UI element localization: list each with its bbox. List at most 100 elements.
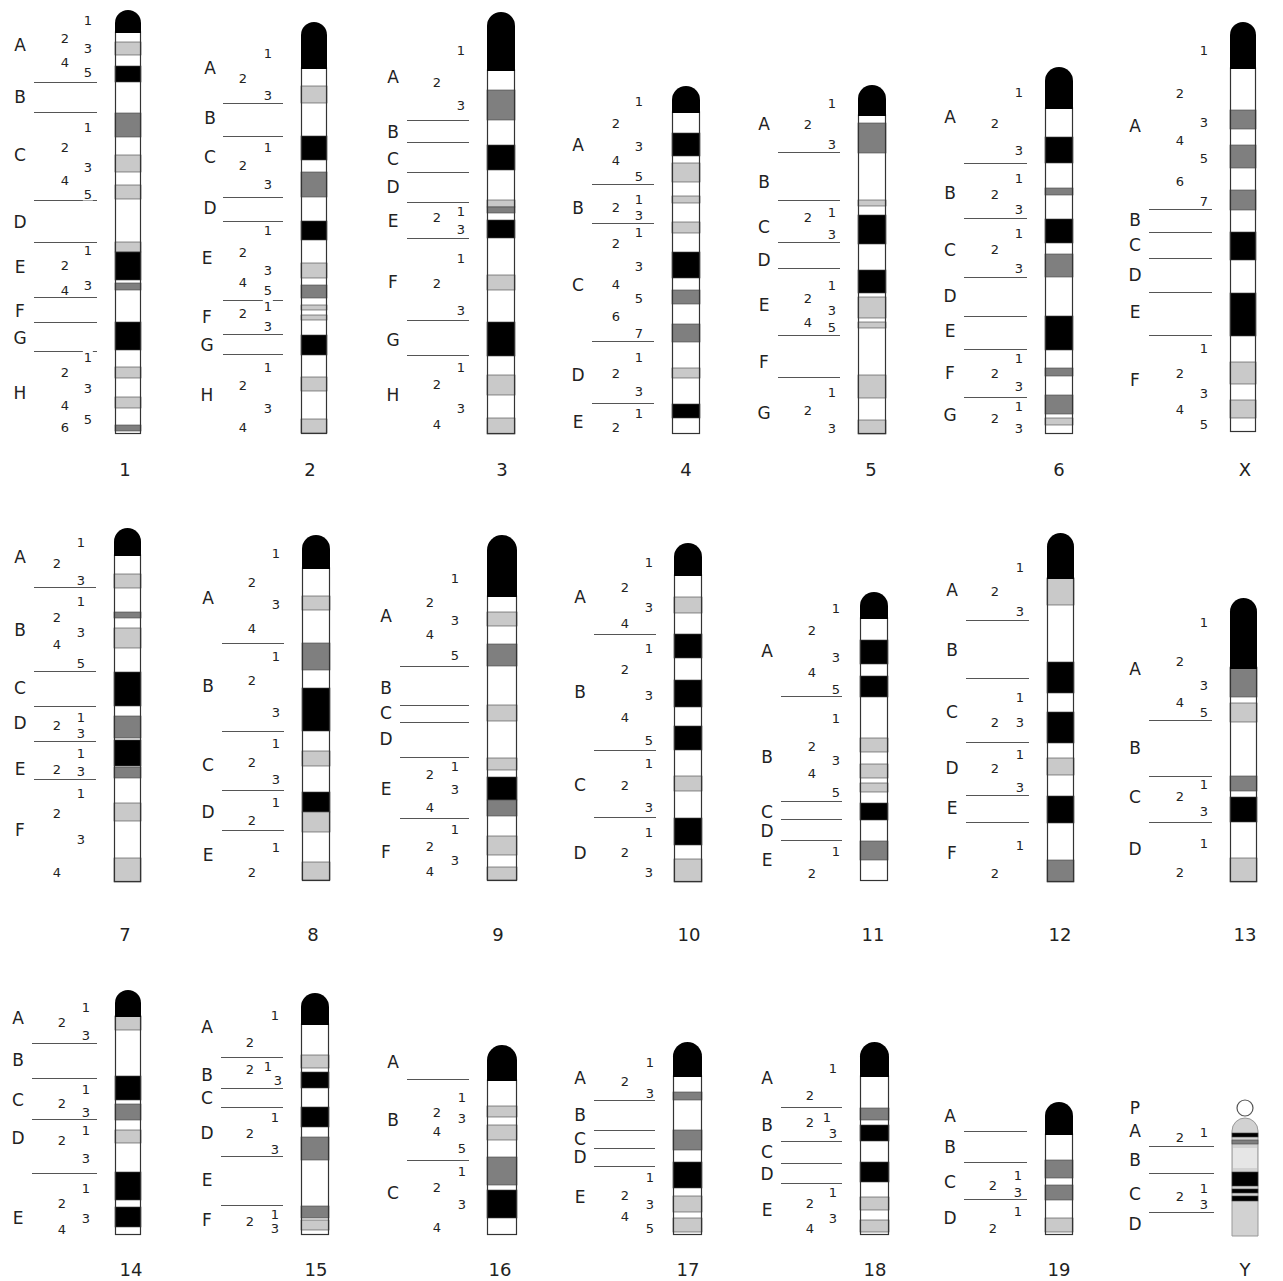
band-letter: B	[386, 1112, 400, 1129]
band-letter: E	[946, 800, 959, 817]
sub-band-number: 1	[83, 244, 93, 257]
band-separator	[400, 757, 469, 758]
band-letter: F	[387, 274, 399, 291]
chromosome-band	[115, 42, 141, 55]
sub-band-number: 2	[432, 211, 442, 224]
chromosome-band	[487, 200, 515, 207]
sub-band-number: 3	[456, 402, 466, 415]
chromosome-number: 9	[491, 926, 504, 944]
sub-band-number: 4	[52, 638, 62, 651]
sub-band-number: 3	[645, 1087, 655, 1100]
chromosome-body	[673, 1076, 702, 1235]
band-separator	[592, 184, 654, 185]
sub-band-number: 4	[611, 278, 621, 291]
chromosome-band	[1230, 400, 1256, 418]
band-letter: B	[571, 200, 585, 217]
centromere-cap	[301, 22, 327, 69]
band-letter: C	[1128, 237, 1142, 254]
band-letter: D	[1127, 841, 1142, 858]
chromosome-outline	[861, 618, 888, 881]
chromosome-ideogram	[592, 86, 700, 434]
band-separator	[1149, 720, 1212, 721]
chromosome-band	[302, 862, 330, 880]
band-letter: A	[760, 1070, 774, 1087]
sub-band-number: 3	[1014, 422, 1024, 435]
chromosome-body	[1232, 1118, 1258, 1236]
sub-band-number: 2	[1175, 1190, 1185, 1203]
band-letter: C	[203, 149, 217, 166]
band-letter: D	[572, 845, 587, 862]
sub-band-number: 7	[1199, 195, 1209, 208]
sub-band-number: 1	[271, 547, 281, 560]
band-separator	[221, 1057, 283, 1058]
chromosome-ideogram	[34, 10, 141, 434]
sub-band-number: 1	[450, 823, 460, 836]
centromere-cap	[487, 1045, 517, 1081]
chromosome-band	[860, 1125, 889, 1141]
chromosome-band	[301, 1137, 329, 1160]
band-letter: C	[760, 804, 774, 821]
centromere-cap	[672, 86, 700, 113]
chromosome-body	[858, 115, 886, 434]
band-letter: B	[1128, 1152, 1142, 1169]
band-separator	[34, 587, 96, 588]
band-letter: A	[757, 116, 771, 133]
band-letter: C	[201, 757, 215, 774]
sub-band-number: 1	[1199, 1126, 1209, 1139]
chromosome-band	[1230, 110, 1256, 129]
band-separator	[222, 790, 284, 791]
chromosome-band	[487, 375, 515, 395]
band-letter: G	[199, 337, 214, 354]
chromosome-band	[302, 596, 330, 610]
chromosome-ideogram	[964, 1102, 1073, 1235]
sub-band-number: 3	[1014, 203, 1024, 216]
chromosome-band	[674, 597, 702, 613]
band-separator	[34, 297, 97, 298]
band-letter: E	[380, 781, 393, 798]
chromosome-ideogram	[222, 535, 330, 881]
sub-band-number: 2	[1175, 87, 1185, 100]
sub-band-number: 2	[611, 421, 621, 434]
sub-band-number: 2	[52, 611, 62, 624]
chromosome-band	[114, 574, 141, 588]
chromosome-number: Y	[1239, 1261, 1252, 1279]
chromosome-band	[1230, 858, 1257, 882]
sub-band-number: 1	[1014, 86, 1024, 99]
band-letter: E	[201, 1172, 214, 1189]
band-separator	[1149, 335, 1212, 336]
chromosome-band	[860, 1220, 889, 1232]
sub-band-number: 5	[831, 786, 841, 799]
chromosome-body	[1045, 1134, 1073, 1235]
sub-band-number: 2	[57, 1197, 67, 1210]
sub-band-number: 3	[645, 1198, 655, 1211]
sub-band-number: 4	[805, 1222, 815, 1235]
chromosome-band	[115, 367, 141, 378]
band-letter: B	[1128, 740, 1142, 757]
sub-band-number: 4	[1175, 403, 1185, 416]
sub-band-number: 2	[247, 814, 257, 827]
band-separator	[778, 377, 840, 378]
band-separator	[966, 822, 1029, 823]
chromosome-band	[1047, 578, 1074, 605]
sub-band-number: 2	[620, 581, 630, 594]
sub-band-number: 2	[990, 585, 1000, 598]
chromosome-band	[1230, 776, 1257, 791]
chromosome-number: 1	[118, 461, 131, 479]
sub-band-number: 3	[1013, 1186, 1023, 1199]
sub-band-number: 1	[81, 1182, 91, 1195]
chromosome-band	[115, 185, 141, 199]
band-letter: B	[379, 680, 393, 697]
sub-band-number: 4	[425, 628, 435, 641]
sub-band-number: 1	[81, 1083, 91, 1096]
band-separator	[221, 1205, 283, 1206]
sub-band-number: 2	[425, 768, 435, 781]
chromosome-band	[1230, 145, 1256, 168]
sub-band-number: 2	[425, 840, 435, 853]
band-separator	[400, 722, 469, 723]
chromosome-outline	[1046, 1134, 1073, 1235]
band-separator	[34, 741, 96, 742]
sub-band-number: 5	[644, 734, 654, 747]
chromosome-band	[301, 172, 327, 197]
sub-band-number: 3	[76, 765, 86, 778]
sub-band-number: 2	[620, 846, 630, 859]
